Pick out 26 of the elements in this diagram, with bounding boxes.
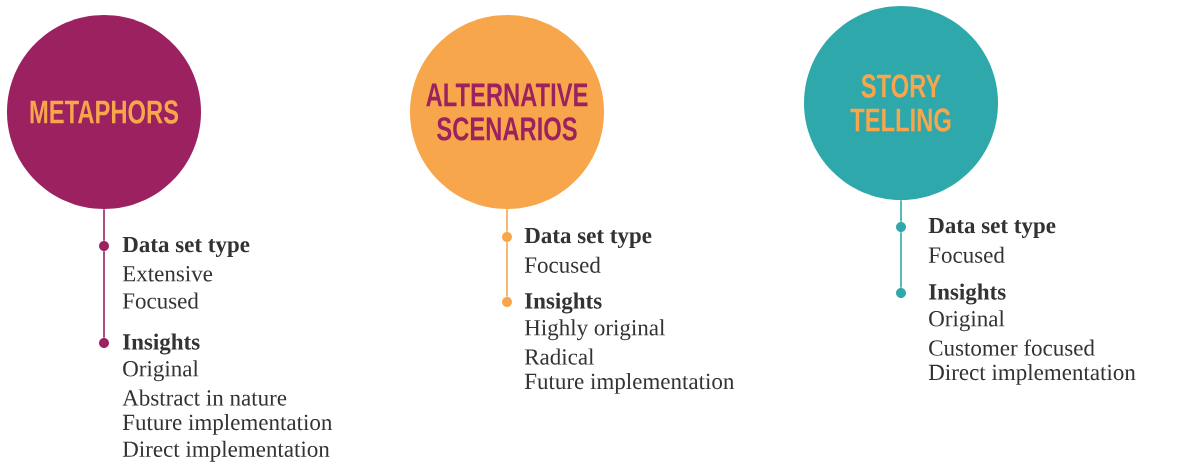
bullet-item: Direct implementation [122,440,330,462]
connector-line [103,208,105,242]
bullet-item: Radical [524,348,594,365]
connector-line [506,208,508,233]
bullet-item: Direct implementation [928,363,1136,385]
bullet-item: Future implementation [524,372,735,394]
bullet-item: Abstract in nature [122,389,287,406]
connector-line [900,199,902,223]
bullet-item: Future implementation [122,413,333,435]
bullet-item: Original [123,360,199,382]
bullet-heading: Data set type [524,228,652,248]
bullet-item: Extensive [122,266,213,282]
bullet-item: Original [929,310,1005,332]
bullet-heading: Insights [122,333,200,355]
bullet-item: Highly original [524,319,665,341]
bullet-heading: Data set type [122,237,250,257]
bullet-item: Customer focused [929,339,1095,356]
bullet-item: Focused [524,256,601,273]
connector-line [103,250,105,339]
bullet-heading: Insights [929,283,1006,305]
connector-line [506,241,508,298]
bullet-item: Focused [122,292,199,309]
connector-line [900,231,902,289]
bullet-heading: Data set type [928,218,1056,238]
bullet-heading: Insights [525,292,602,314]
bullet-item: Focused [928,246,1005,263]
